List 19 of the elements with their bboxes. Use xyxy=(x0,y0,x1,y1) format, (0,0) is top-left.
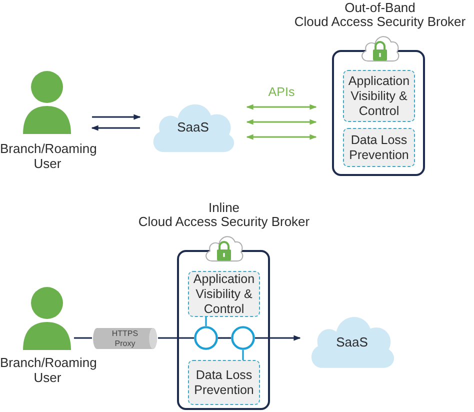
feature-box: Application Visibility & Control xyxy=(188,271,260,317)
user-label: Branch/Roaming User xyxy=(0,356,95,386)
arrow xyxy=(246,104,317,110)
panel-subtitle-heading: Inline xyxy=(207,201,241,216)
feature-box: Application Visibility & Control xyxy=(343,70,415,122)
arrow xyxy=(92,114,141,120)
feature-box: Data Loss Prevention xyxy=(188,360,260,405)
proxy-cylinder: HTTPS Proxy xyxy=(92,327,158,350)
feature-box: Data Loss Prevention xyxy=(343,128,415,167)
user-label: Branch/Roaming User xyxy=(0,142,95,172)
arrow xyxy=(255,335,301,341)
panel-subtitle-heading: Out-of-Band xyxy=(344,1,416,16)
filter-circle xyxy=(231,326,255,350)
arrow xyxy=(246,134,317,140)
arrow xyxy=(246,119,317,125)
filter-circle xyxy=(194,326,218,350)
panel-title: Cloud Access Security Broker xyxy=(137,215,311,230)
arrow xyxy=(91,125,140,131)
panel-title: Cloud Access Security Broker xyxy=(293,15,467,30)
